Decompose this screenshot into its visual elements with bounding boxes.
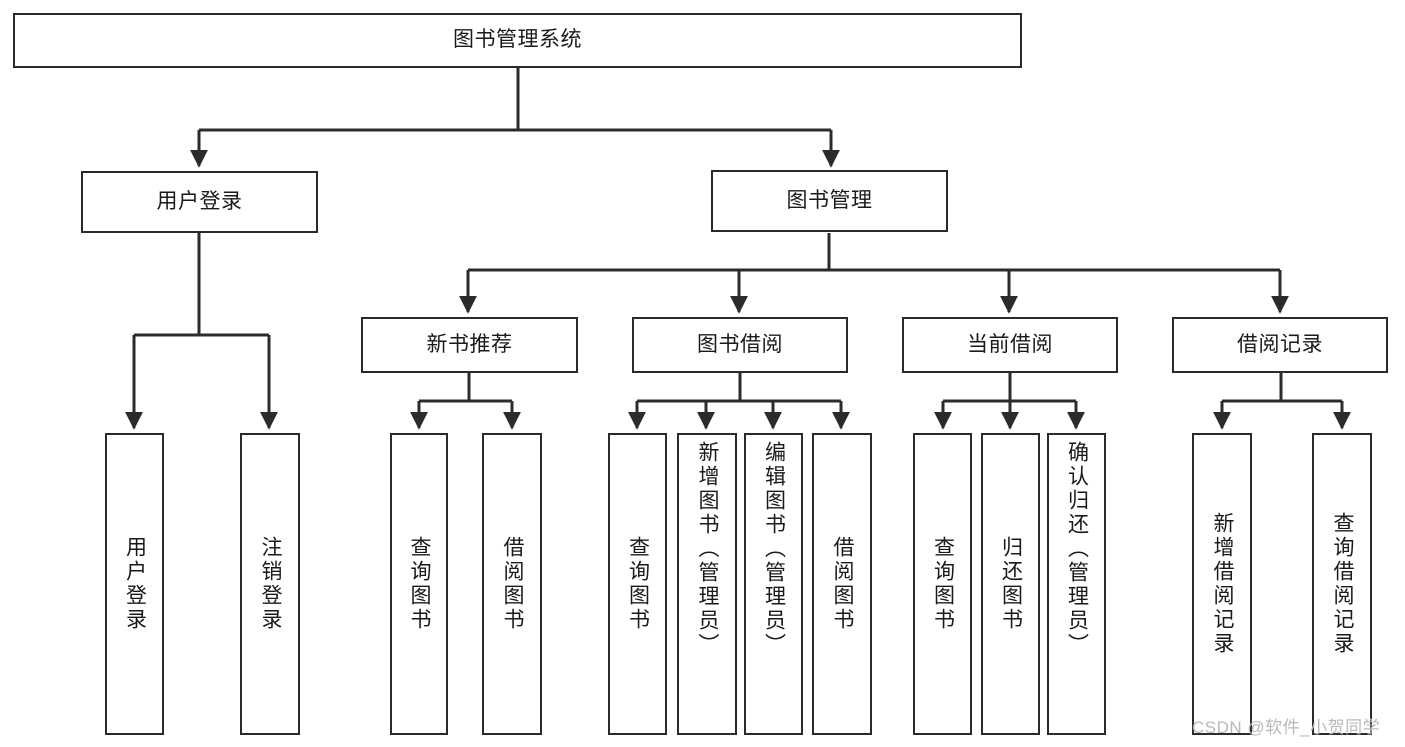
- node-leaf-query-book-bor-label: 查询图书: [626, 536, 650, 632]
- node-leaf-query-book-cur-label: 查询图书: [931, 536, 955, 632]
- node-leaf-borrow-book-bor[interactable]: 借阅图书: [812, 433, 872, 735]
- node-leaf-add-book-admin-label: 新增图书（管理员）: [696, 441, 720, 657]
- node-leaf-query-book-bor[interactable]: 查询图书: [608, 433, 667, 735]
- node-leaf-borrow-book-rec[interactable]: 借阅图书: [482, 433, 542, 735]
- node-book-borrow[interactable]: 图书借阅: [632, 317, 848, 373]
- node-current-borrow[interactable]: 当前借阅: [902, 317, 1118, 373]
- node-leaf-query-borrow-rec-label: 查询借阅记录: [1331, 512, 1355, 656]
- node-leaf-add-book-admin[interactable]: 新增图书（管理员）: [677, 433, 737, 735]
- node-leaf-query-borrow-rec[interactable]: 查询借阅记录: [1312, 433, 1372, 735]
- node-leaf-borrow-book-bor-label: 借阅图书: [831, 536, 855, 632]
- node-leaf-borrow-book-rec-label: 借阅图书: [501, 536, 525, 632]
- node-new-book-recommend[interactable]: 新书推荐: [361, 317, 578, 373]
- node-leaf-return-book-label: 归还图书: [999, 536, 1023, 632]
- node-new-book-recommend-label: 新书推荐: [426, 332, 513, 356]
- node-leaf-query-book-cur[interactable]: 查询图书: [913, 433, 972, 735]
- node-leaf-user-login-label: 用户登录: [123, 536, 147, 632]
- node-leaf-user-logout[interactable]: 注销登录: [240, 433, 300, 735]
- node-current-borrow-label: 当前借阅: [967, 332, 1053, 356]
- node-leaf-user-logout-label: 注销登录: [259, 536, 283, 632]
- node-root[interactable]: 图书管理系统: [13, 13, 1022, 68]
- node-leaf-confirm-return[interactable]: 确认归还（管理员）: [1047, 433, 1106, 735]
- node-leaf-query-book-rec-label: 查询图书: [408, 536, 432, 632]
- node-leaf-user-login[interactable]: 用户登录: [105, 433, 164, 735]
- node-leaf-return-book[interactable]: 归还图书: [981, 433, 1040, 735]
- node-user-login[interactable]: 用户登录: [81, 171, 318, 233]
- node-book-management-label: 图书管理: [786, 188, 873, 212]
- node-leaf-add-borrow-record-label: 新增借阅记录: [1211, 512, 1235, 656]
- node-leaf-confirm-return-label: 确认归还（管理员）: [1065, 441, 1089, 657]
- node-leaf-edit-book-admin-label: 编辑图书（管理员）: [762, 441, 786, 657]
- node-book-borrow-label: 图书借阅: [697, 332, 783, 356]
- node-leaf-query-book-rec[interactable]: 查询图书: [390, 433, 448, 735]
- node-book-management[interactable]: 图书管理: [711, 170, 948, 232]
- watermark: CSDN @软件_小贺同学: [1192, 718, 1381, 737]
- node-root-label: 图书管理系统: [453, 28, 582, 52]
- node-leaf-edit-book-admin[interactable]: 编辑图书（管理员）: [744, 433, 803, 735]
- node-user-login-label: 用户登录: [156, 189, 243, 213]
- node-borrow-record[interactable]: 借阅记录: [1172, 317, 1388, 373]
- node-leaf-add-borrow-record[interactable]: 新增借阅记录: [1192, 433, 1252, 735]
- node-borrow-record-label: 借阅记录: [1237, 332, 1323, 356]
